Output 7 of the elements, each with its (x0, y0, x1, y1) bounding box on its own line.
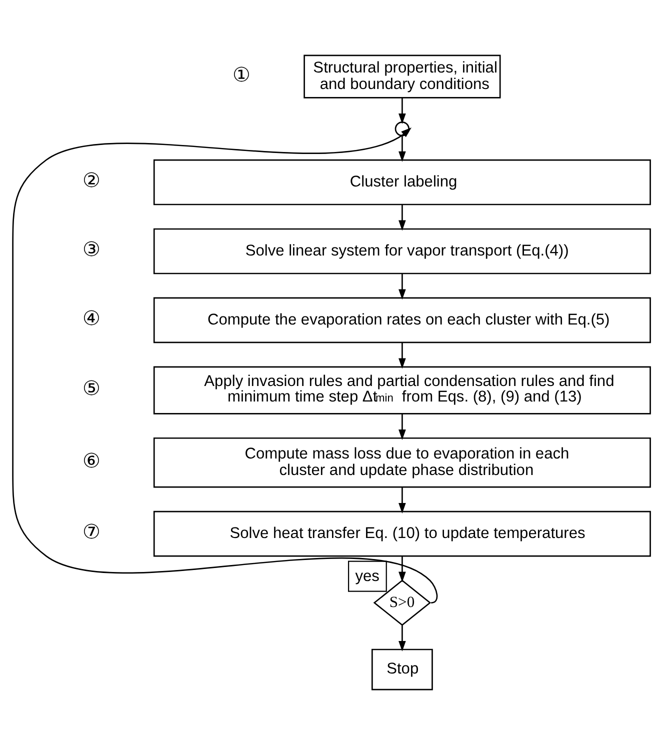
label: ① (232, 64, 251, 86)
label: ⑥ (82, 450, 100, 472)
label: ⑦ (82, 521, 100, 544)
label: ⑤ (82, 378, 100, 400)
label: ④ (82, 308, 100, 330)
label: ② (82, 170, 100, 192)
label: ③ (82, 238, 100, 261)
